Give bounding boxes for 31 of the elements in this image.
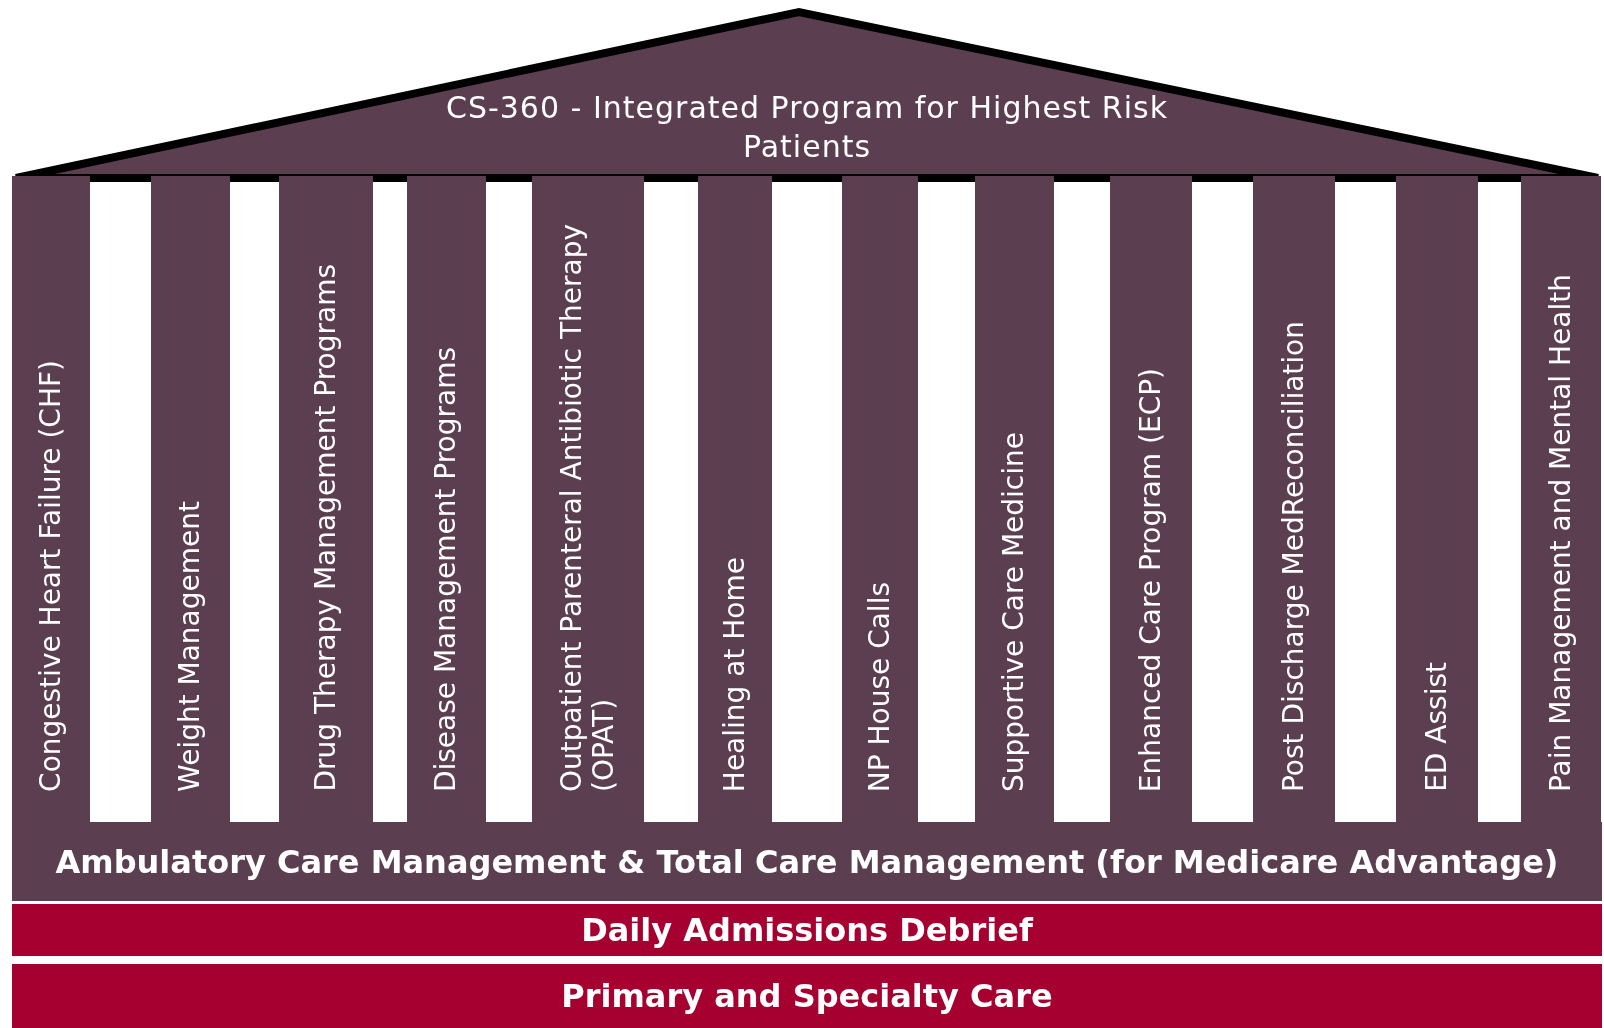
pillar: [1253, 176, 1335, 822]
foundation-band: [12, 822, 1602, 901]
band-label: Daily Admissions Debrief: [581, 911, 1033, 949]
band-label: Ambulatory Care Management & Total Care Management (for Medicare Advantage): [55, 842, 1559, 881]
pillar-label: Weight Management: [174, 501, 207, 792]
pillar-label: NP House Calls: [863, 581, 897, 792]
foundation-band: [12, 964, 1602, 1028]
pillar: [842, 176, 918, 822]
pillar-label: Post Discharge MedReconciliation: [1277, 321, 1311, 792]
pillar-label: Congestive Heart Failure (CHF): [34, 360, 68, 792]
pillar: [975, 176, 1054, 822]
pillar-label: ED Assist: [1420, 662, 1454, 792]
pillar: [1110, 176, 1192, 822]
band-label: Primary and Specialty Care: [561, 977, 1053, 1015]
pillar-label: Pain Management and Mental Health: [1544, 273, 1578, 792]
pillar: [1521, 176, 1601, 822]
pillar: [151, 176, 230, 822]
pillar-label: Disease Management Programs: [430, 346, 463, 792]
pillar: [698, 176, 772, 822]
pillar-label: Outpatient Parenteral Antibiotic Therapy (OPAT): [555, 223, 621, 792]
pillar-label: Enhanced Care Program (ECP): [1134, 367, 1168, 792]
pillar-label: Supportive Care Medicine: [998, 432, 1031, 792]
pillar: [12, 176, 90, 822]
roof-title: CS-360 - Integrated Program for Highest Risk Patients: [444, 89, 1169, 166]
pillar: [1396, 176, 1478, 822]
pillar-label: Drug Therapy Management Programs: [309, 264, 343, 792]
pillar: [532, 176, 644, 822]
foundation-band: [12, 904, 1602, 956]
pillar: [407, 176, 486, 822]
pillar-label: Healing at Home: [718, 556, 752, 792]
pillar: [279, 176, 373, 822]
